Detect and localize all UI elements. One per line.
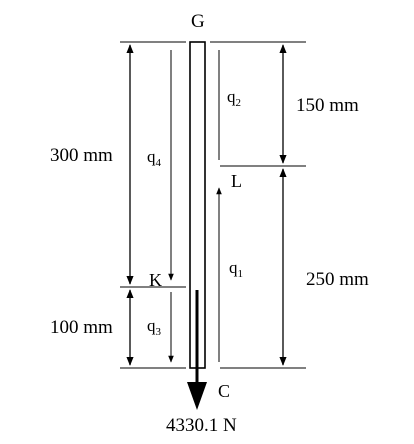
label-l: L (231, 171, 242, 191)
label-q2: q2 (227, 87, 241, 109)
dim-label-left-bottom: 100 mm (50, 317, 113, 338)
label-k: K (149, 270, 162, 290)
dim-label-left-total: 300 mm (50, 145, 113, 166)
load-label: 4330.1 N (166, 415, 237, 436)
label-q1: q1 (229, 258, 243, 280)
dimension-right-top (210, 41, 306, 167)
dimension-left-bottom (120, 286, 186, 369)
label-q3: q3 (147, 316, 162, 338)
label-q4: q4 (147, 147, 162, 169)
dimension-right-bottom (220, 168, 306, 369)
load-arrow (187, 368, 207, 410)
dimension-left-total (120, 41, 186, 285)
label-g: G (191, 11, 205, 32)
dim-label-right-bottom: 250 mm (306, 269, 369, 290)
label-c: C (218, 381, 230, 401)
dim-label-right-top: 150 mm (296, 95, 359, 116)
